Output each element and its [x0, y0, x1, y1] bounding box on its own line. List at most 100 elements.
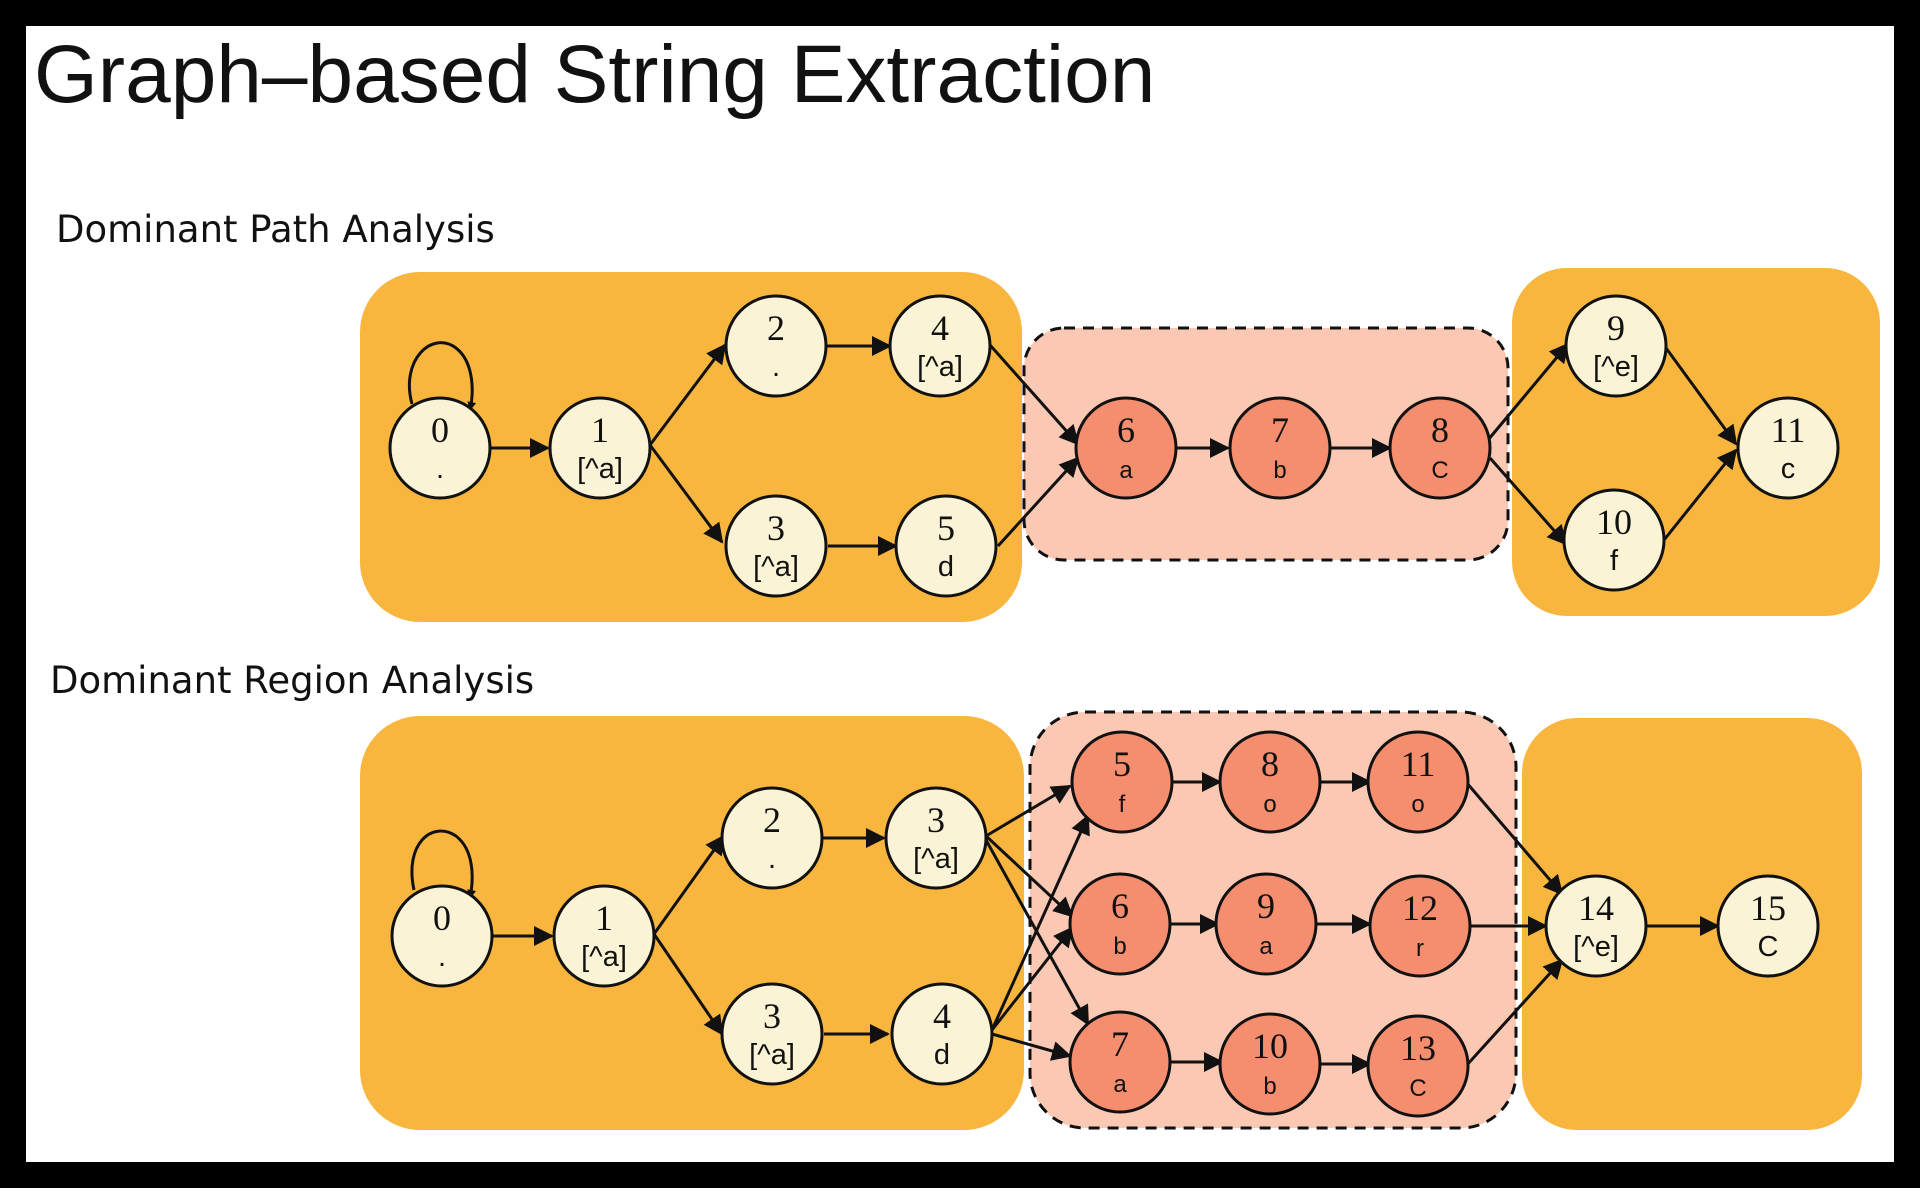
region-node-14: 14[^e]	[1544, 874, 1648, 978]
path-node-id: 2	[767, 308, 785, 348]
region-node-circle	[1068, 1010, 1172, 1114]
region-node-10: 10b	[1218, 1012, 1322, 1116]
path-node-circle	[724, 294, 828, 398]
path-node-circle	[894, 494, 998, 598]
region-node-9: 9a	[1214, 872, 1318, 976]
path-node-4: 4[^a]	[888, 294, 992, 398]
edge-region-11-14	[1464, 781, 1564, 896]
edge-path-8-9	[1486, 342, 1570, 441]
region-node-circle	[1366, 1014, 1470, 1118]
region-node-3: 3[^a]	[884, 786, 988, 890]
path-node-11: 11c	[1736, 396, 1840, 500]
region-node-7: 7a	[1068, 1010, 1172, 1114]
section-label-path: Dominant Path Analysis	[56, 208, 495, 251]
edge-region-1-2	[652, 834, 726, 935]
edge-path-5-6	[996, 456, 1080, 548]
region-node-label: .	[768, 843, 776, 875]
path-node-id: 6	[1117, 410, 1135, 450]
path-node-0: 0.	[388, 396, 492, 500]
path-node-label: [^a]	[577, 453, 623, 485]
region-node-id: 0	[433, 898, 451, 938]
path-node-id: 9	[1607, 308, 1625, 348]
region-node-id: 13	[1400, 1028, 1436, 1068]
region-node-label: d	[934, 1039, 950, 1071]
region-node-11: 11 o	[1366, 730, 1470, 834]
region-node-id: 12	[1402, 888, 1438, 928]
path-node-id: 11	[1771, 410, 1806, 450]
region-node-circle	[720, 786, 824, 890]
region-node-circle	[1366, 730, 1470, 834]
path-node-2: 2.	[724, 294, 828, 398]
region-node-circle	[884, 786, 988, 890]
path-node-circle	[1564, 294, 1668, 398]
region-node-label: .	[438, 941, 446, 973]
path-node-circle	[1562, 488, 1666, 592]
region-suffix-region	[1522, 718, 1862, 1130]
edge-region-3b-6	[984, 834, 1074, 918]
region-node-label: o	[1411, 791, 1424, 818]
region-node-circle	[1218, 1012, 1322, 1116]
region-prefix-path	[360, 272, 1022, 622]
region-node-label: a	[1113, 1071, 1127, 1098]
region-node-label: [^a]	[581, 941, 627, 973]
region-analysis-edges	[410, 772, 1720, 1074]
region-node-label: a	[1259, 933, 1273, 960]
edge-path-1-3	[648, 444, 724, 544]
region-node-label: [^e]	[1573, 931, 1619, 963]
path-node-id: 5	[937, 508, 955, 548]
path-node-circle	[1228, 396, 1332, 500]
path-node-5: 5d	[894, 494, 998, 598]
region-node-15: 15C	[1716, 874, 1820, 978]
region-node-label: f	[1119, 791, 1126, 818]
path-node-8: 8C	[1388, 396, 1492, 500]
region-node-label: [^a]	[913, 843, 959, 875]
path-node-id: 1	[591, 410, 609, 450]
region-node-label: C	[1409, 1075, 1426, 1102]
path-node-id: 10	[1596, 502, 1632, 542]
region-node-id: 15	[1750, 888, 1786, 928]
path-node-label: .	[436, 453, 444, 485]
edge-path-4-6	[988, 344, 1080, 446]
region-node-label: o	[1263, 791, 1276, 818]
region-node-id: 6	[1111, 886, 1129, 926]
region-node-circle	[1070, 730, 1174, 834]
path-node-label: c	[1781, 453, 1796, 485]
region-node-id: 4	[933, 996, 951, 1036]
region-node-label: C	[1758, 931, 1779, 963]
region-node-4: 4d	[890, 982, 994, 1086]
region-node-id: 11	[1401, 744, 1436, 784]
path-node-label: d	[938, 551, 954, 583]
edge-region-3b-5	[985, 784, 1072, 838]
region-node-6: 6b	[1068, 872, 1172, 976]
region-node-2: 2.	[720, 786, 824, 890]
region-prefix-region	[360, 716, 1024, 1130]
edge-path-9-11	[1664, 347, 1738, 446]
region-node-id: 3	[763, 996, 781, 1036]
region-node-id: 9	[1257, 886, 1275, 926]
region-analysis-nodes: 0.1[^a]2.3[^a]3[^a]4d5f6b7a8o9a10b11o12r…	[390, 730, 1820, 1118]
region-node-circle	[1716, 874, 1820, 978]
path-node-label: [^e]	[1593, 351, 1639, 383]
edge-region-4-6	[990, 926, 1074, 1031]
path-node-10: 10f	[1562, 488, 1666, 592]
region-node-circle	[720, 982, 824, 1086]
region-node-circle	[1218, 730, 1322, 834]
region-node-id: 3	[927, 800, 945, 840]
path-node-circle	[388, 396, 492, 500]
region-node-label: [^a]	[749, 1039, 795, 1071]
edge-region-4-7	[991, 1032, 1072, 1061]
region-node-label: b	[1113, 933, 1126, 960]
region-node-5: 5f	[1070, 730, 1174, 834]
edge-path-1-2	[648, 343, 727, 446]
path-analysis-edges	[408, 336, 1738, 556]
path-node-label: C	[1431, 457, 1448, 484]
path-node-label: .	[772, 351, 780, 383]
region-node-label: b	[1263, 1073, 1276, 1100]
path-node-label: [^a]	[753, 551, 799, 583]
path-node-id: 4	[931, 308, 949, 348]
region-node-13: 13C	[1366, 1014, 1470, 1118]
region-node-3: 3[^a]	[720, 982, 824, 1086]
path-node-label: b	[1273, 457, 1286, 484]
region-node-circle	[390, 884, 494, 988]
